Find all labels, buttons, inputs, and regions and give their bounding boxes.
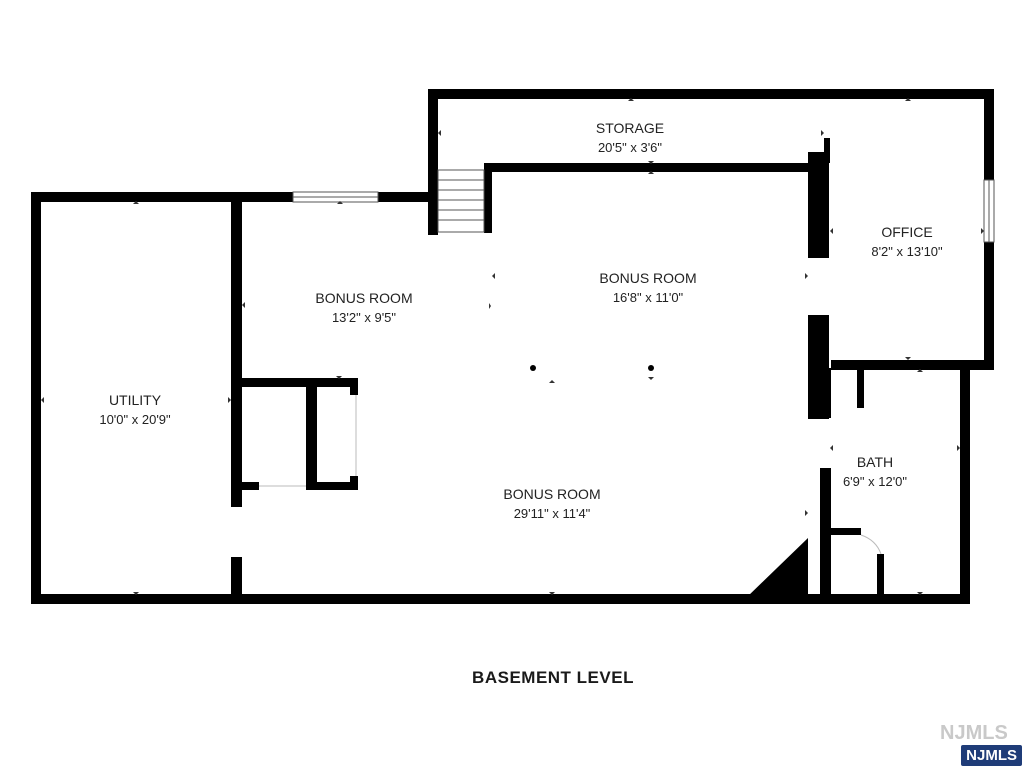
room-label-bonus-upper: BONUS ROOM bbox=[599, 270, 696, 286]
fixtures bbox=[530, 365, 654, 371]
wall bbox=[831, 528, 861, 535]
wall bbox=[231, 192, 242, 507]
stairs bbox=[437, 169, 485, 233]
walls bbox=[31, 89, 994, 604]
room-label-bath: BATH bbox=[857, 454, 893, 470]
room-bonus-upper: BONUS ROOM 16'8" x 11'0" bbox=[599, 270, 696, 305]
room-bath: BATH 6'9" x 12'0" bbox=[843, 454, 907, 489]
wall bbox=[31, 594, 970, 604]
room-dims-bonus-lower: 29'11" x 11'4" bbox=[514, 506, 591, 521]
wall bbox=[31, 192, 41, 604]
wall bbox=[31, 192, 293, 202]
wall bbox=[428, 89, 438, 234]
room-bonus-left: BONUS ROOM 13'2" x 9'5" bbox=[315, 290, 412, 325]
wall bbox=[857, 368, 864, 408]
mls-watermark: NJMLS NJMLS bbox=[932, 718, 1024, 768]
wall bbox=[808, 152, 829, 258]
wall bbox=[824, 138, 830, 163]
dimension-ticks bbox=[41, 98, 984, 595]
room-label-utility: UTILITY bbox=[109, 392, 162, 408]
room-dims-bonus-left: 13'2" x 9'5" bbox=[332, 310, 396, 325]
watermark-ghost-text: NJMLS bbox=[940, 722, 1008, 744]
wall bbox=[428, 230, 438, 235]
wall bbox=[831, 360, 994, 370]
room-storage: STORAGE 20'5" x 3'6" bbox=[596, 120, 664, 155]
wall bbox=[306, 482, 358, 490]
room-label-bonus-left: BONUS ROOM bbox=[315, 290, 412, 306]
wall bbox=[824, 89, 830, 96]
room-bonus-lower: BONUS ROOM 29'11" x 11'4" bbox=[503, 486, 600, 521]
room-dims-bonus-upper: 16'8" x 11'0" bbox=[613, 290, 684, 305]
wall bbox=[350, 476, 358, 490]
wall bbox=[350, 378, 358, 395]
room-dims-storage: 20'5" x 3'6" bbox=[598, 140, 662, 155]
room-dims-bath: 6'9" x 12'0" bbox=[843, 474, 907, 489]
wall bbox=[984, 89, 994, 180]
room-dims-office: 8'2" x 13'10" bbox=[871, 244, 943, 259]
wall bbox=[378, 192, 438, 202]
wall bbox=[231, 557, 242, 604]
room-office: OFFICE 8'2" x 13'10" bbox=[871, 224, 943, 259]
wall bbox=[242, 482, 259, 490]
column-post bbox=[530, 365, 536, 371]
room-dims-utility: 10'0" x 20'9" bbox=[99, 412, 171, 427]
wall bbox=[960, 360, 970, 604]
wall bbox=[488, 163, 826, 172]
wall-corner bbox=[746, 538, 808, 598]
wall bbox=[820, 368, 831, 418]
room-label-storage: STORAGE bbox=[596, 120, 664, 136]
level-title: BASEMENT LEVEL bbox=[472, 668, 634, 687]
windows bbox=[292, 179, 995, 243]
watermark-badge: NJMLS bbox=[961, 745, 1022, 766]
wall bbox=[877, 554, 884, 594]
room-label-office: OFFICE bbox=[881, 224, 932, 240]
column-post bbox=[648, 365, 654, 371]
wall bbox=[484, 163, 492, 233]
wall bbox=[984, 242, 994, 370]
room-label-bonus-lower: BONUS ROOM bbox=[503, 486, 600, 502]
wall bbox=[428, 89, 994, 99]
wall bbox=[306, 378, 317, 490]
room-utility: UTILITY 10'0" x 20'9" bbox=[99, 392, 171, 427]
wall bbox=[242, 378, 356, 387]
door-arcs bbox=[259, 395, 882, 555]
wall bbox=[820, 468, 831, 604]
